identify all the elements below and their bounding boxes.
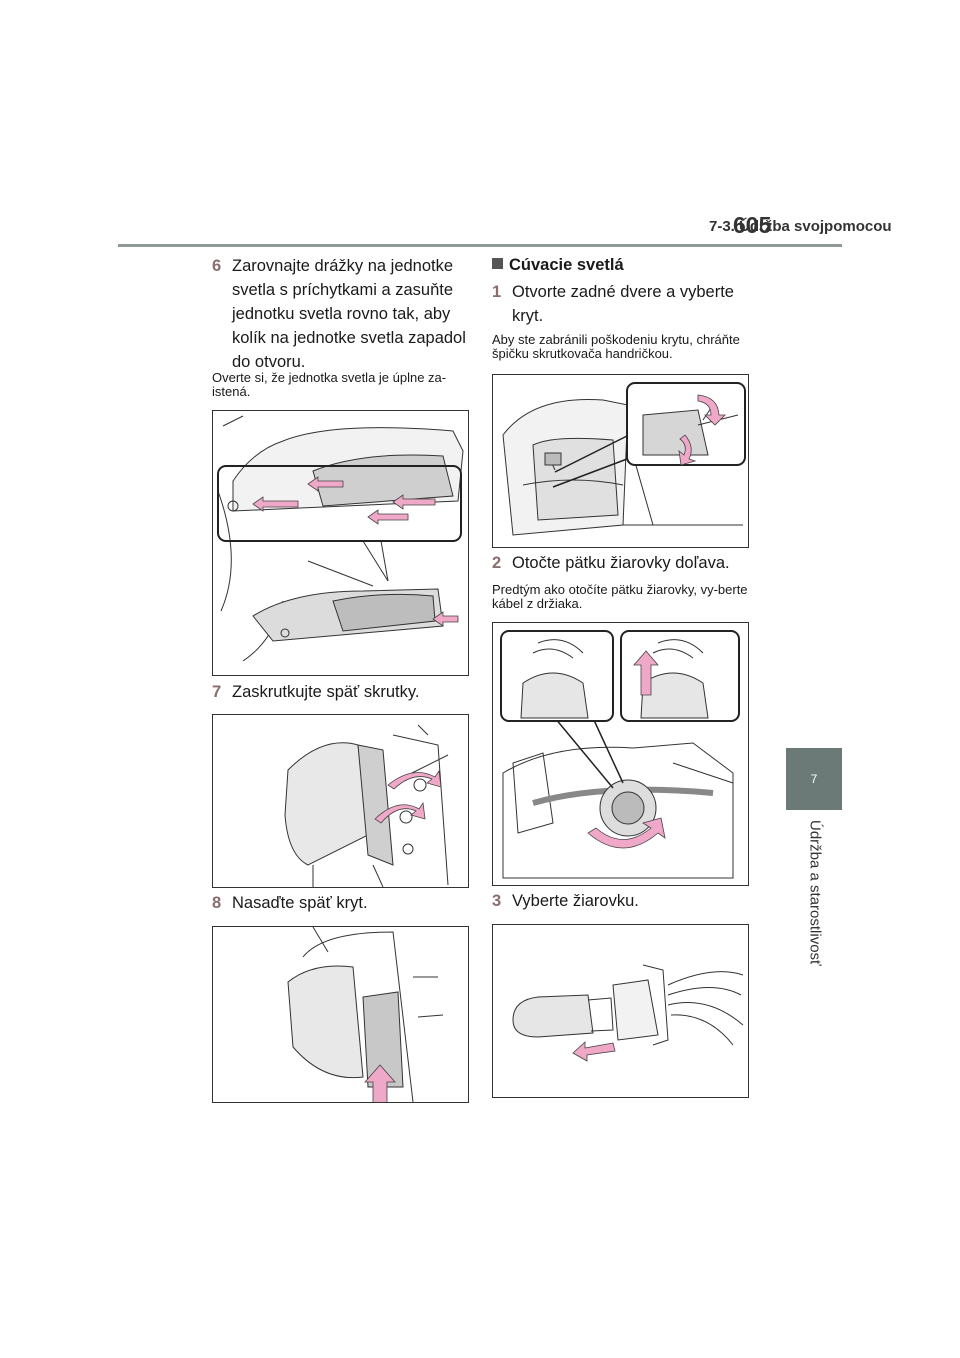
step-2: 2 Otočte pätku žiarovky doľava. <box>492 551 754 575</box>
page-number: 605 <box>733 212 772 238</box>
step-3: 3 Vyberte žiarovku. <box>492 889 754 913</box>
figure-cover <box>212 926 469 1103</box>
figure-light-unit-align <box>212 410 469 676</box>
step-number: 6 <box>212 257 222 275</box>
section-heading-text: Cúvacie svetlá <box>509 256 624 274</box>
note-6: Overte si, že jednotka svetla je úplne z… <box>212 370 447 399</box>
step-text: Nasaďte späť kryt. <box>232 894 368 912</box>
chapter-label: Údržba a starostlivosť <box>795 820 835 980</box>
figure-drawing <box>500 630 740 879</box>
step-8: 8 Nasaďte späť kryt. <box>212 891 474 915</box>
step-1: 1 Otvorte zadné dvere a vyberte kryt. <box>492 280 754 328</box>
header-rule <box>118 244 842 247</box>
step-number: 2 <box>492 554 502 572</box>
square-bullet-icon <box>492 258 503 269</box>
step-6: 6 Zarovnajte drážky na jednotke svetla s… <box>212 254 474 374</box>
note-2: Predtým ako otočíte pätku žiarovky, vy-b… <box>492 582 748 611</box>
figure-bulb-removal <box>492 924 749 1098</box>
figure-bulb-socket <box>492 622 749 886</box>
figure-drawing <box>512 964 744 1062</box>
step-text: Otočte pätku žiarovky doľava. <box>512 554 730 572</box>
figure-drawing <box>287 927 444 1102</box>
step-7: 7 Zaskrutkujte späť skrutky. <box>212 680 474 704</box>
figure-drawing <box>217 415 464 662</box>
figure-drawing <box>284 724 449 887</box>
figure-drawing <box>502 382 746 536</box>
note-1: Aby ste zabránili poškodeniu krytu, chrá… <box>492 332 740 361</box>
step-number: 1 <box>492 283 502 301</box>
step-text: Zarovnajte drážky na jednotke svetla s p… <box>232 257 466 371</box>
step-text: Otvorte zadné dvere a vyberte kryt. <box>512 283 734 325</box>
section-heading: Cúvacie svetlá <box>492 256 624 275</box>
step-text: Vyberte žiarovku. <box>512 892 639 910</box>
step-text: Zaskrutkujte späť skrutky. <box>232 683 420 701</box>
chapter-tab: 7 <box>786 748 842 810</box>
figure-back-door <box>492 374 749 548</box>
figure-screws <box>212 714 469 888</box>
step-number: 8 <box>212 894 222 912</box>
section-title: 7-3. Údržba svojpomocou <box>709 218 892 235</box>
step-number: 7 <box>212 683 222 701</box>
chapter-label-text: Údržba a starostlivosť <box>806 820 824 966</box>
step-number: 3 <box>492 892 502 910</box>
